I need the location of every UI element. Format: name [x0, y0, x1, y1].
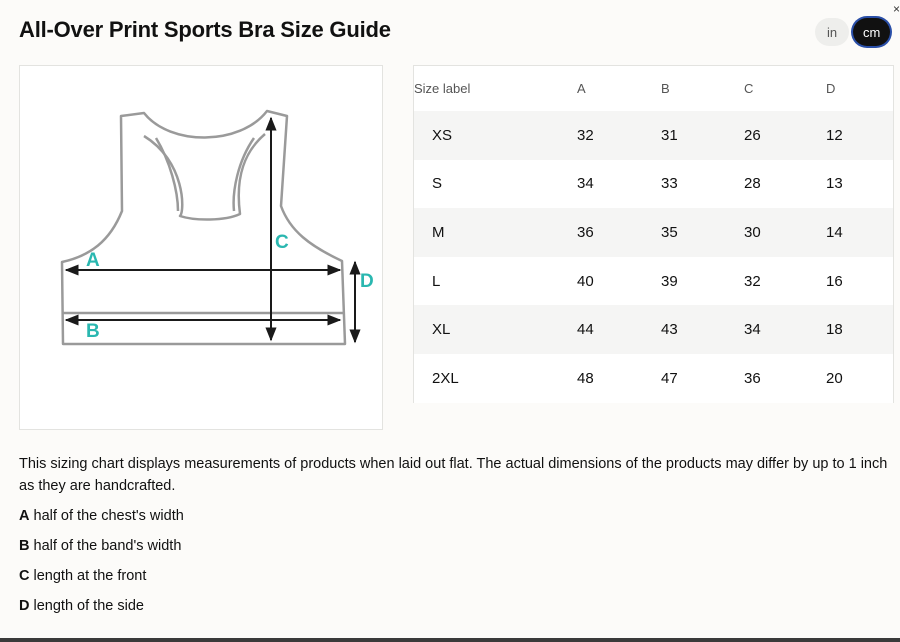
cell-c: 32: [744, 256, 826, 306]
measure-arrows: [64, 116, 361, 344]
cell-d: 16: [826, 256, 893, 306]
bottom-divider: [0, 638, 900, 642]
cell-b: 31: [661, 111, 744, 160]
legend-text: half of the band's width: [29, 538, 182, 554]
header-size-label: Size label: [414, 66, 577, 111]
legend-text: half of the chest's width: [29, 508, 184, 524]
label-d: D: [360, 271, 374, 292]
legend-item: A half of the chest's width: [19, 505, 184, 535]
size-table: Size label A B C D XS 32 31 26 12 S 34 3…: [414, 66, 893, 403]
page-title: All-Over Print Sports Bra Size Guide: [19, 17, 391, 42]
cell-b: 33: [661, 159, 744, 209]
cell-b: 47: [661, 353, 744, 403]
cell-c: 36: [744, 353, 826, 403]
table-row: XS 32 31 26 12: [414, 111, 893, 160]
unit-cm-button[interactable]: cm: [853, 18, 891, 46]
table-row: XL 44 43 34 18: [414, 305, 893, 354]
cell-size: XL: [414, 305, 577, 354]
legend-key: D: [19, 598, 30, 614]
legend-item: D length of the side: [19, 595, 184, 625]
legend-key: A: [19, 508, 30, 524]
measurement-legend: A half of the chest's width B half of th…: [19, 505, 184, 625]
cell-size: M: [414, 208, 577, 257]
cell-size: 2XL: [414, 353, 577, 403]
cell-a: 40: [577, 256, 661, 306]
table-row: L 40 39 32 16: [414, 256, 893, 306]
cell-d: 12: [826, 111, 893, 160]
unit-toggle: in cm: [815, 18, 891, 46]
unit-in-button[interactable]: in: [815, 18, 849, 46]
close-icon[interactable]: ×: [893, 2, 900, 16]
bra-outline: [60, 109, 347, 346]
legend-item: B half of the band's width: [19, 535, 184, 565]
legend-item: C length at the front: [19, 565, 184, 595]
sports-bra-diagram: A B C D: [60, 109, 374, 346]
legend-key: B: [19, 538, 30, 554]
label-a: A: [86, 250, 100, 271]
header-a: A: [577, 66, 661, 111]
label-c: C: [275, 232, 289, 253]
cell-c: 34: [744, 305, 826, 354]
cell-size: S: [414, 159, 577, 209]
table-row: 2XL 48 47 36 20: [414, 353, 893, 403]
cell-d: 14: [826, 208, 893, 257]
cell-d: 20: [826, 353, 893, 403]
cell-b: 35: [661, 208, 744, 257]
cell-size: XS: [414, 111, 577, 160]
table-header-row: Size label A B C D: [414, 66, 893, 111]
size-table-container: Size label A B C D XS 32 31 26 12 S 34 3…: [413, 65, 894, 403]
legend-text: length of the side: [29, 598, 144, 614]
cell-size: L: [414, 256, 577, 306]
cell-b: 39: [661, 256, 744, 306]
header-b: B: [661, 66, 744, 111]
cell-c: 30: [744, 208, 826, 257]
header-d: D: [826, 66, 893, 111]
cell-a: 44: [577, 305, 661, 354]
cell-d: 18: [826, 305, 893, 354]
cell-a: 34: [577, 159, 661, 209]
cell-c: 28: [744, 159, 826, 209]
cell-b: 43: [661, 305, 744, 354]
legend-key: C: [19, 568, 30, 584]
cell-a: 32: [577, 111, 661, 160]
cell-a: 36: [577, 208, 661, 257]
cell-a: 48: [577, 353, 661, 403]
label-b: B: [86, 321, 100, 342]
cell-c: 26: [744, 111, 826, 160]
header-c: C: [744, 66, 826, 111]
legend-text: length at the front: [29, 568, 147, 584]
table-row: S 34 33 28 13: [414, 159, 893, 209]
sizing-description: This sizing chart displays measurements …: [19, 456, 888, 494]
size-diagram: A B C D: [19, 65, 383, 430]
table-row: M 36 35 30 14: [414, 208, 893, 257]
cell-d: 13: [826, 159, 893, 209]
